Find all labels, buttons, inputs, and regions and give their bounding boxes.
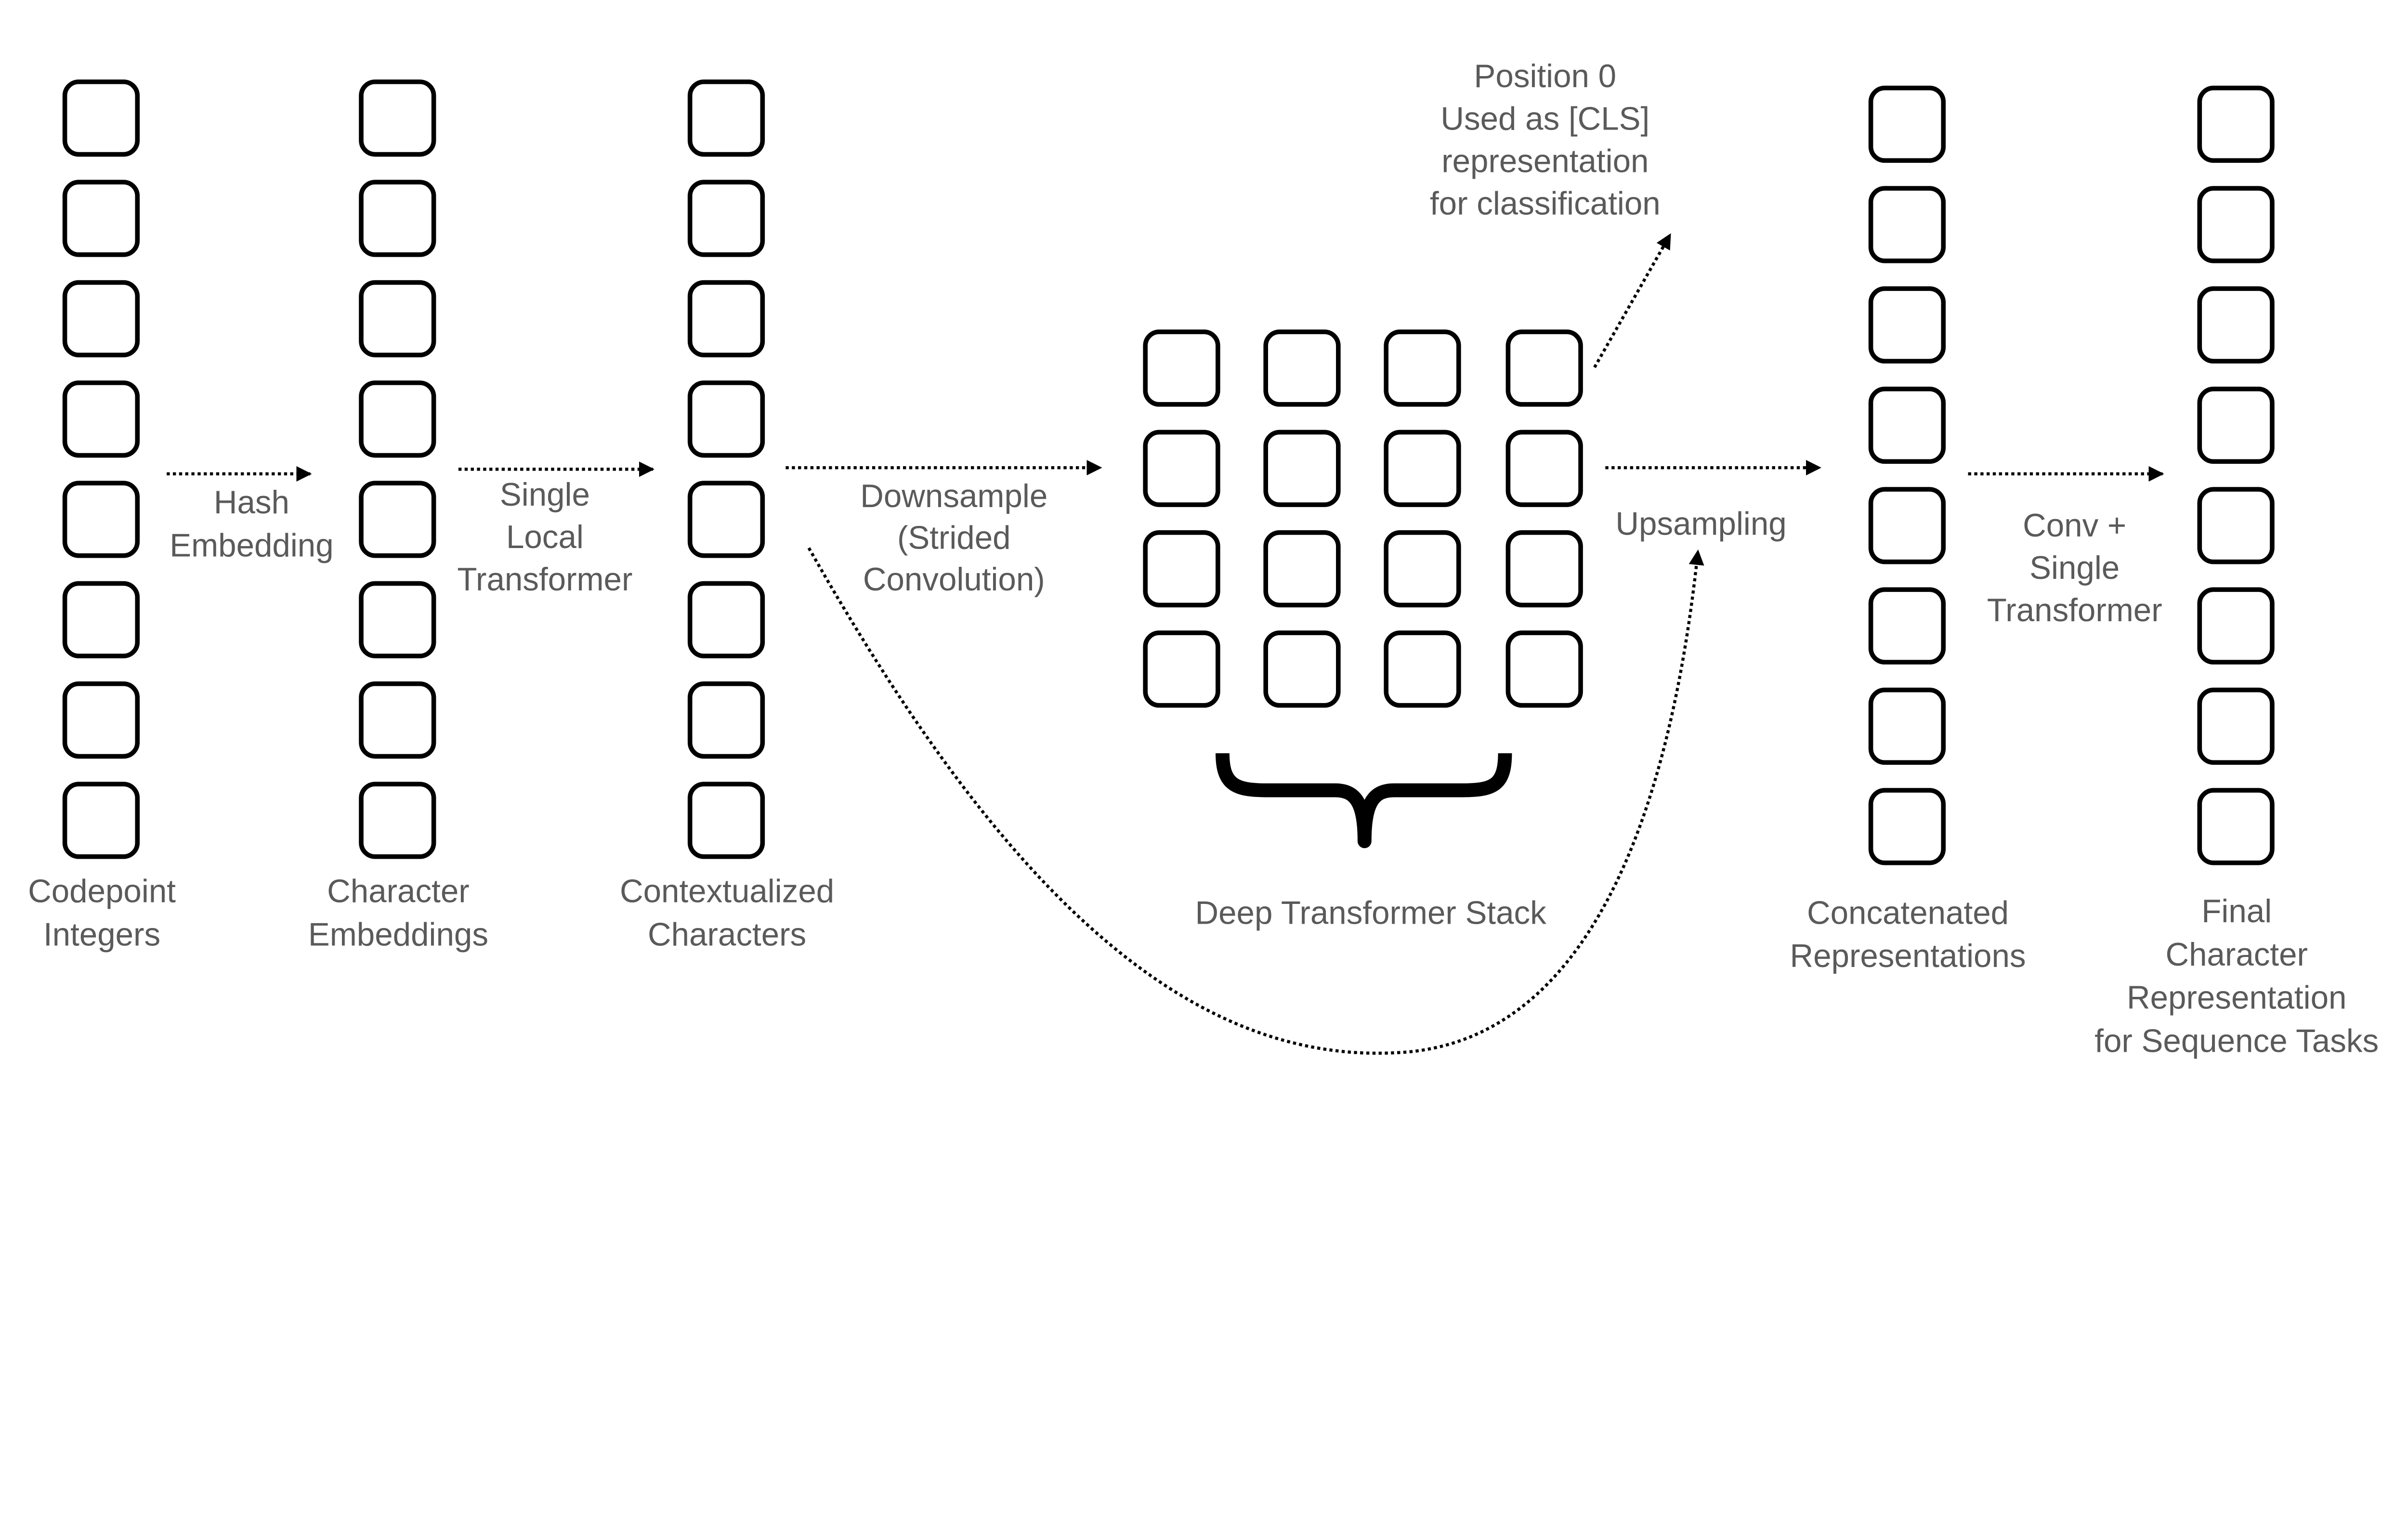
label-conv: Transformer xyxy=(1987,592,2162,628)
brace xyxy=(1216,753,1512,849)
label-codepoint: Integers xyxy=(43,916,160,953)
label-downsample: Downsample xyxy=(860,478,1047,514)
concat-vector-box xyxy=(1868,687,1946,765)
codepoint-vector-box xyxy=(62,681,140,759)
label-conv: Single xyxy=(2029,550,2120,586)
deep-stack-box xyxy=(1263,430,1341,507)
final-vector-box xyxy=(2197,788,2275,865)
label-final: Representation xyxy=(2127,980,2346,1016)
concat-vector-box xyxy=(1868,788,1946,865)
contextual-vector-box xyxy=(687,581,765,658)
char-emb-vector-box xyxy=(359,581,436,658)
label-local: Transformer xyxy=(457,562,632,598)
deep-stack-box xyxy=(1143,630,1220,708)
deep-stack-box xyxy=(1143,430,1220,507)
contextual-vector-box xyxy=(687,180,765,257)
label-cls: Position 0 xyxy=(1474,58,1617,94)
codepoint-vector-box xyxy=(62,581,140,658)
label-cls: Used as [CLS] xyxy=(1440,101,1649,137)
final-vector-box xyxy=(2197,487,2275,564)
codepoint-vector-box xyxy=(62,180,140,257)
labels: CodepointIntegersCharacterEmbeddingsCont… xyxy=(28,58,2379,1059)
contextual-vector-box xyxy=(687,380,765,458)
final-vector-box xyxy=(2197,85,2275,163)
label-local: Local xyxy=(506,519,584,555)
deep-stack-box xyxy=(1263,630,1341,708)
deep-stack-box xyxy=(1384,430,1461,507)
contextual-vector-box xyxy=(687,782,765,859)
char-emb-vector-box xyxy=(359,481,436,558)
char-emb-vector-box xyxy=(359,79,436,157)
label-final: Final xyxy=(2201,893,2272,929)
label-contextual: Contextualized xyxy=(620,874,834,910)
deep-stack-box xyxy=(1143,530,1220,608)
deep-stack-box xyxy=(1505,430,1583,507)
label-upsample: Upsampling xyxy=(1615,506,1786,542)
canine-architecture-diagram: CodepointIntegersCharacterEmbeddingsCont… xyxy=(28,58,2379,1059)
final-vector-box xyxy=(2197,286,2275,364)
concat-vector-box xyxy=(1868,286,1946,364)
final-vector-box xyxy=(2197,687,2275,765)
label-hash: Embedding xyxy=(170,528,333,564)
label-char_emb: Character xyxy=(327,874,469,910)
deep-stack-box xyxy=(1143,329,1220,407)
final-vector-box xyxy=(2197,587,2275,665)
char-emb-vector-box xyxy=(359,782,436,859)
deep-stack-box xyxy=(1263,530,1341,608)
contextual-vector-box xyxy=(687,79,765,157)
label-local: Single xyxy=(500,477,590,513)
contextual-vector-box xyxy=(687,280,765,357)
label-concat: Representations xyxy=(1790,938,2026,974)
label-conv: Conv + xyxy=(2023,508,2126,544)
deep-stack-box xyxy=(1384,329,1461,407)
label-cls: representation xyxy=(1441,144,1649,180)
label-final: for Sequence Tasks xyxy=(2094,1023,2379,1059)
label-cls: for classification xyxy=(1430,186,1661,222)
arrows xyxy=(167,233,2164,1055)
label-hash: Hash xyxy=(214,484,289,521)
label-concat: Concatenated xyxy=(1807,895,2009,931)
arrow-cls xyxy=(1593,233,1672,368)
char-emb-vector-box xyxy=(359,180,436,257)
codepoint-vector-box xyxy=(62,79,140,157)
codepoint-vector-box xyxy=(62,481,140,558)
codepoint-vector-box xyxy=(62,782,140,859)
deep-stack-box xyxy=(1384,530,1461,608)
label-downsample: Convolution) xyxy=(863,562,1045,598)
char-emb-vector-box xyxy=(359,280,436,357)
char-emb-vector-box xyxy=(359,380,436,458)
label-char_emb: Embeddings xyxy=(308,916,488,953)
deep-stack-box xyxy=(1505,630,1583,708)
label-final: Character xyxy=(2165,937,2307,973)
codepoint-vector-box xyxy=(62,380,140,458)
boxes xyxy=(62,79,2275,865)
arrow-residual-curve xyxy=(807,547,1704,1055)
label-codepoint: Codepoint xyxy=(28,874,176,910)
label-downsample: (Strided xyxy=(897,520,1011,556)
concat-vector-box xyxy=(1868,386,1946,464)
codepoint-vector-box xyxy=(62,280,140,357)
deep-stack-box xyxy=(1384,630,1461,708)
contextual-vector-box xyxy=(687,681,765,759)
contextual-vector-box xyxy=(687,481,765,558)
char-emb-vector-box xyxy=(359,681,436,759)
deep-stack-box xyxy=(1505,329,1583,407)
deep-stack-box xyxy=(1505,530,1583,608)
label-contextual: Characters xyxy=(648,916,806,953)
concat-vector-box xyxy=(1868,487,1946,564)
concat-vector-box xyxy=(1868,587,1946,665)
final-vector-box xyxy=(2197,186,2275,263)
final-vector-box xyxy=(2197,386,2275,464)
concat-vector-box xyxy=(1868,85,1946,163)
concat-vector-box xyxy=(1868,186,1946,263)
label-deep_stack: Deep Transformer Stack xyxy=(1195,895,1546,931)
deep-stack-box xyxy=(1263,329,1341,407)
